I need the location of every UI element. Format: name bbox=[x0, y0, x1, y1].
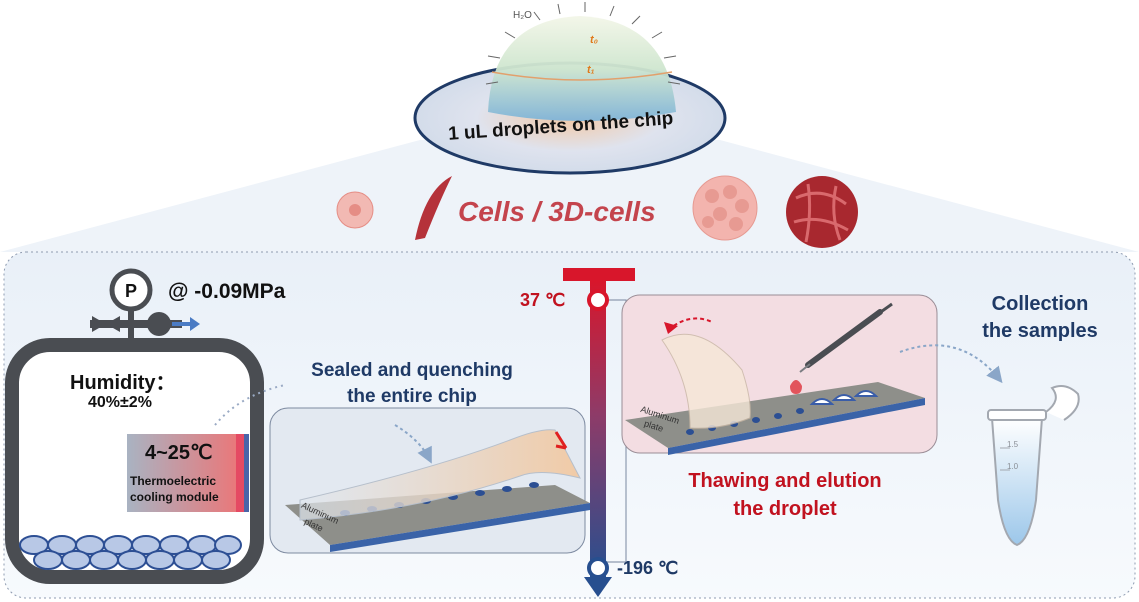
thawing-panel bbox=[621, 294, 1003, 455]
cell-icons bbox=[336, 175, 858, 248]
evaporation-arrows-icon bbox=[485, 2, 681, 85]
peel-arrow-icon bbox=[554, 431, 568, 450]
collection-tube-icon bbox=[987, 385, 1080, 547]
pressure-symbol: P bbox=[124, 281, 137, 301]
cooling-module-line2: cooling module bbox=[130, 490, 219, 504]
3d-cell-scaffold-icon bbox=[786, 176, 858, 248]
cooling-module-line1: Thermoelectric bbox=[130, 474, 217, 488]
t1-label: t₁ bbox=[587, 64, 595, 76]
low-temp-label: -196 ℃ bbox=[617, 558, 679, 578]
high-temp-label: 37 ℃ bbox=[520, 290, 566, 310]
humidity-value: 40%±2% bbox=[88, 394, 152, 411]
cells-title: Cells / 3D-cells bbox=[458, 196, 656, 227]
collection-step-line2: the samples bbox=[982, 320, 1098, 342]
valve-icon bbox=[92, 316, 120, 332]
pipette-icon bbox=[799, 302, 893, 373]
humidity-label: Humidity： bbox=[70, 372, 176, 394]
pressure-gauge-icon bbox=[109, 268, 153, 312]
elution-droplet-icon bbox=[790, 380, 802, 394]
collection-step-line1: Collection bbox=[991, 293, 1089, 315]
peeled-film bbox=[661, 333, 751, 429]
temperature-bar bbox=[563, 268, 635, 597]
tube-mark-1-0: 1.0 bbox=[1007, 462, 1019, 471]
sealing-film bbox=[299, 429, 581, 521]
high-temp-marker bbox=[587, 289, 609, 311]
desiccant-beads bbox=[19, 535, 242, 570]
water-label: H₂O bbox=[513, 10, 532, 21]
sealing-panel bbox=[269, 407, 590, 554]
elongated-cell-icon bbox=[415, 176, 452, 240]
low-temp-marker bbox=[587, 557, 609, 579]
thawing-step-line2: the droplet bbox=[733, 498, 837, 520]
pressure-value: @ -0.09MPa bbox=[168, 280, 286, 303]
droplet-chip-illustration bbox=[413, 2, 727, 175]
thermoelectric-module bbox=[127, 434, 237, 512]
thawing-step-line1: Thawing and elution bbox=[688, 470, 882, 492]
tube-mark-1-5: 1.5 bbox=[1007, 440, 1019, 449]
temperature-range: 4~25℃ bbox=[145, 442, 213, 464]
t0-label: t₀ bbox=[590, 34, 599, 46]
vacuum-chamber bbox=[5, 268, 286, 584]
sealing-step-line1: Sealed and quenching bbox=[311, 360, 513, 381]
peel-back-arrow-icon bbox=[667, 317, 713, 331]
sealing-step-line2: the entire chip bbox=[347, 386, 477, 407]
pump-icon bbox=[147, 312, 171, 336]
